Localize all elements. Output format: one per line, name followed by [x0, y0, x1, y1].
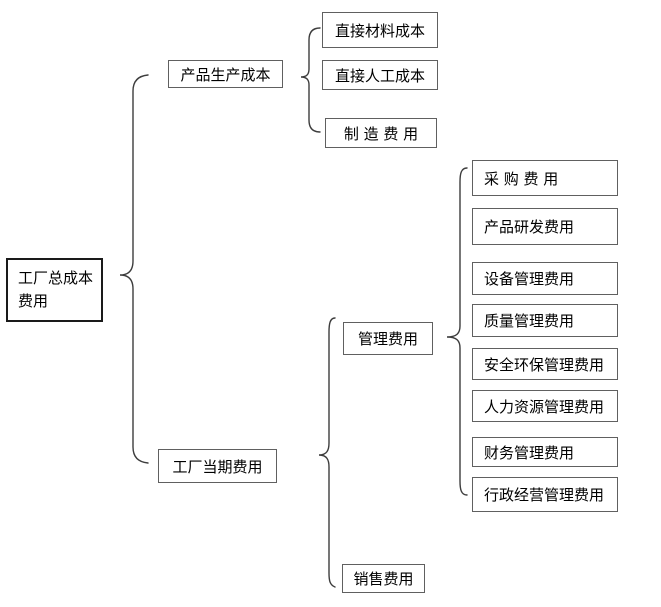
box-hr-management-expense: 人力资源管理费用 — [472, 390, 618, 422]
box-management-expense-label: 管理费用 — [357, 330, 418, 348]
box-finance-management-expense-label: 财务管理费用 — [484, 443, 575, 462]
box-product-production-cost-label: 产品生产成本 — [180, 65, 271, 84]
box-direct-labor-cost: 直接人工成本 — [322, 60, 438, 90]
box-admin-management-expense-label: 行政经营管理费用 — [484, 486, 605, 504]
curly-brace-period-children — [318, 317, 336, 588]
box-manufacturing-expense: 制 造 费 用 — [325, 118, 437, 148]
box-management-expense: 管理费用 — [343, 322, 433, 355]
box-equipment-management-expense: 设备管理费用 — [472, 262, 618, 295]
box-safety-environment-expense: 安全环保管理费用 — [472, 348, 618, 380]
box-product-production-cost: 产品生产成本 — [168, 60, 283, 88]
box-factory-total-cost-line1: 工厂总成本 — [18, 269, 94, 287]
box-safety-environment-expense-label: 安全环保管理费用 — [484, 355, 605, 374]
box-factory-total-cost: 工厂总成本 费用 — [6, 258, 103, 322]
box-procurement-expense: 采 购 费 用 — [472, 160, 618, 196]
box-manufacturing-expense-label: 制 造 费 用 — [343, 124, 419, 143]
box-procurement-expense-label: 采 购 费 用 — [484, 169, 559, 188]
box-finance-management-expense: 财务管理费用 — [472, 437, 618, 467]
box-hr-management-expense-label: 人力资源管理费用 — [484, 397, 605, 416]
box-product-rd-expense-label: 产品研发费用 — [484, 218, 575, 236]
box-quality-management-expense-label: 质量管理费用 — [484, 312, 575, 330]
box-quality-management-expense: 质量管理费用 — [472, 304, 618, 337]
box-sales-expense: 销售费用 — [342, 564, 425, 593]
curly-brace-root-children — [119, 74, 149, 464]
curly-brace-production-children — [300, 27, 321, 133]
box-admin-management-expense: 行政经营管理费用 — [472, 477, 618, 512]
box-direct-material-cost-label: 直接材料成本 — [334, 21, 425, 40]
box-equipment-management-expense-label: 设备管理费用 — [484, 270, 575, 288]
box-direct-labor-cost-label: 直接人工成本 — [334, 66, 425, 85]
box-factory-total-cost-line2: 费用 — [18, 292, 49, 310]
box-product-rd-expense: 产品研发费用 — [472, 208, 618, 245]
box-sales-expense-label: 销售费用 — [353, 570, 414, 588]
curly-brace-management-children — [446, 167, 468, 496]
box-factory-period-expense-label: 工厂当期费用 — [172, 457, 263, 476]
box-factory-period-expense: 工厂当期费用 — [158, 449, 277, 483]
box-direct-material-cost: 直接材料成本 — [322, 12, 438, 48]
